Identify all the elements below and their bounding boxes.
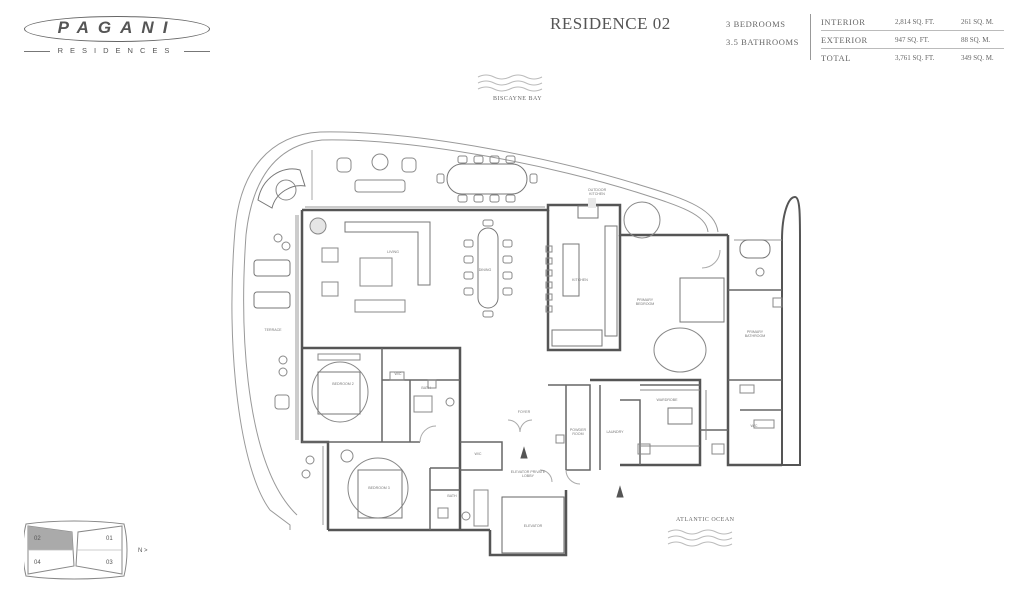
- area-row-exterior: EXTERIOR 947 SQ. FT. 88 SQ. M.: [821, 31, 1004, 49]
- kitchen-label: KITCHEN: [572, 278, 588, 282]
- primary-bathroom-label: PRIMARY BATHROOM: [744, 330, 766, 339]
- header-divider: [810, 14, 811, 60]
- bay-waves-icon: [477, 74, 543, 92]
- bath2-label: BATH: [421, 386, 431, 390]
- bedroom3-label: BEDROOM 3: [368, 486, 390, 490]
- logo-oval: [24, 16, 210, 42]
- outdoor-kitchen-label: OUTDOOR KITCHEN: [587, 188, 607, 197]
- wc-label: W/C: [750, 424, 758, 428]
- residence-title: RESIDENCE 02: [550, 14, 671, 33]
- logo-subtitle: RESIDENCES: [22, 46, 212, 55]
- primary-bedroom-label: PRIMARY BEDROOM: [635, 298, 655, 307]
- ocean-waves-icon: [667, 529, 733, 547]
- service-entry-arrow-icon: [616, 485, 624, 498]
- elevator-label: ELEVATOR: [523, 524, 543, 528]
- elevator-lobby-label: ELEVATOR PRIVATE LOBBY: [510, 470, 546, 479]
- dining-table: [477, 227, 499, 309]
- area-sqm: 349 SQ. M.: [961, 53, 994, 62]
- key-plan: [24, 520, 128, 580]
- bath3-label: BATH: [447, 494, 457, 498]
- area-label: EXTERIOR: [821, 34, 868, 45]
- elevator-shaft: [501, 496, 565, 554]
- area-row-total: TOTAL 3,761 SQ. FT. 349 SQ. M.: [821, 49, 1004, 66]
- area-sqm: 261 SQ. M.: [961, 17, 994, 26]
- dining-label: DINING: [478, 268, 492, 272]
- area-sqm: 88 SQ. M.: [961, 35, 991, 44]
- north-letter: N: [138, 548, 143, 554]
- area-sqft: 947 SQ. FT.: [895, 35, 930, 44]
- area-table: INTERIOR 2,814 SQ. FT. 261 SQ. M. EXTERI…: [821, 13, 1004, 66]
- key-unit-02: 02: [34, 536, 41, 542]
- area-label: TOTAL: [821, 52, 852, 63]
- bedrooms-count: 3 BEDROOMS: [726, 19, 786, 29]
- living-label: LIVING: [387, 250, 399, 254]
- terrace-label: TERRACE: [264, 328, 282, 332]
- entry-arrow-icon: [520, 446, 528, 459]
- bedroom2-label: BEDROOM 2: [332, 382, 354, 386]
- key-unit-01: 01: [106, 536, 113, 542]
- biscayne-bay-label: BISCAYNE BAY: [493, 96, 543, 102]
- wic2-label: W/C: [474, 452, 482, 456]
- area-sqft: 3,761 SQ. FT.: [895, 53, 935, 62]
- area-label: INTERIOR: [821, 16, 866, 27]
- key-unit-04: 04: [34, 560, 41, 566]
- area-row-interior: INTERIOR 2,814 SQ. FT. 261 SQ. M.: [821, 13, 1004, 31]
- atlantic-ocean-label: ATLANTIC OCEAN: [676, 517, 735, 523]
- outdoor-dining-table: [446, 163, 528, 195]
- powder-room-label: POWDER ROOM: [569, 428, 587, 437]
- area-sqft: 2,814 SQ. FT.: [895, 17, 935, 26]
- foyer-label: FOYER: [517, 410, 531, 414]
- wic-label: W/C: [394, 372, 402, 376]
- key-unit-03: 03: [106, 560, 113, 566]
- key-unit-highlight: [28, 526, 73, 550]
- pagani-logo: PAGANI RESIDENCES: [22, 14, 212, 64]
- wardrobe-label: WARDROBE: [656, 398, 678, 402]
- bathrooms-count: 3.5 BATHROOMS: [726, 37, 799, 47]
- room-counts: 3 BEDROOMS 3.5 BATHROOMS: [726, 15, 799, 51]
- logo-wordmark: PAGANI: [57, 18, 177, 37]
- terrace-outline: [231, 131, 719, 530]
- laundry-label: LAUNDRY: [606, 430, 624, 434]
- north-label: N >: [138, 548, 148, 554]
- north-arrow-icon: >: [144, 548, 148, 554]
